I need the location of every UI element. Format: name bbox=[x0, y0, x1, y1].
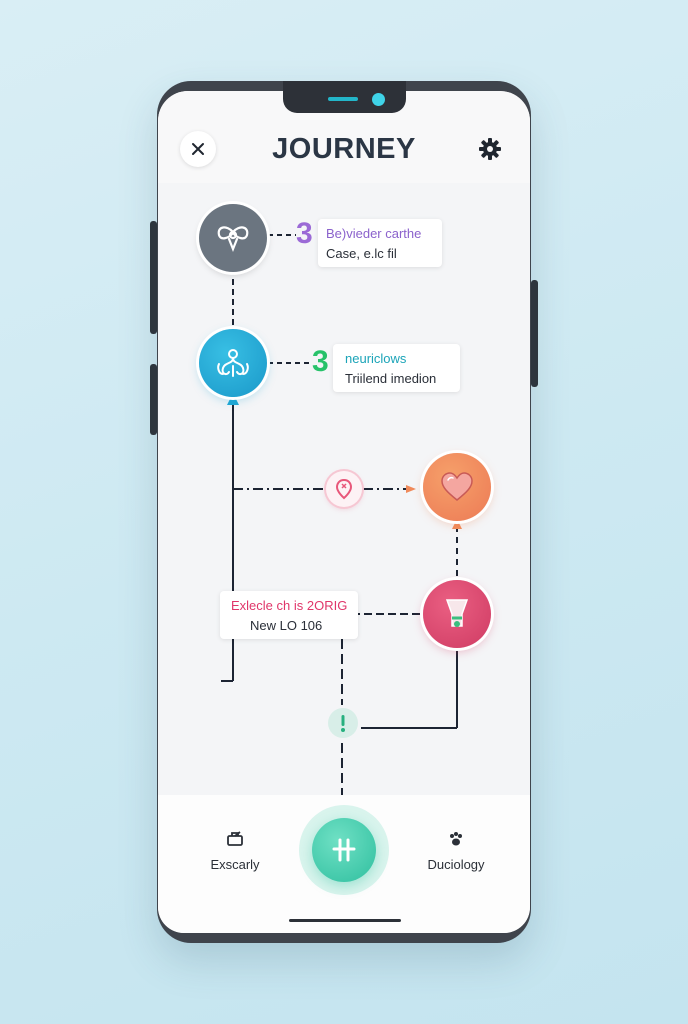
nav-item-left[interactable]: Exscarly bbox=[198, 831, 272, 872]
speaker bbox=[328, 97, 358, 101]
card-title: Exlecle ch is 2ORIG bbox=[231, 598, 348, 613]
heart-icon bbox=[441, 472, 473, 501]
card-count: 3 bbox=[312, 345, 329, 378]
card-count: 3 bbox=[296, 217, 313, 250]
close-button[interactable] bbox=[180, 131, 216, 167]
journey-node-start[interactable] bbox=[199, 204, 267, 272]
nav-item-label: Exscarly bbox=[210, 857, 260, 872]
card-title: neuriclows bbox=[345, 351, 407, 366]
journey-node-organ[interactable] bbox=[423, 580, 491, 648]
info-card-3[interactable]: Exlecle ch is 2ORIG New LO 106 bbox=[220, 591, 358, 639]
side-button-left-top bbox=[150, 221, 157, 334]
app-screen: JOURNEY bbox=[158, 91, 530, 933]
side-button-left-bottom bbox=[150, 364, 157, 435]
journey-node-checkpoint[interactable] bbox=[326, 471, 362, 507]
plus-medical-icon bbox=[332, 838, 356, 862]
briefcase-icon bbox=[227, 831, 243, 846]
card-subtitle: New LO 106 bbox=[250, 618, 323, 633]
side-button-right bbox=[531, 280, 538, 387]
pin-icon bbox=[335, 478, 353, 500]
organ-icon bbox=[445, 599, 469, 627]
add-button[interactable] bbox=[312, 818, 376, 882]
journey-node-heart[interactable] bbox=[423, 453, 491, 521]
home-indicator[interactable] bbox=[289, 919, 401, 922]
card-title: Be)vieder carthe bbox=[326, 226, 422, 241]
bottom-nav: Exscarly bbox=[158, 795, 530, 933]
alert-icon bbox=[341, 715, 345, 732]
page-title: JOURNEY bbox=[272, 133, 416, 165]
info-card-1[interactable]: Be)vieder carthe Case, e.lc fil bbox=[318, 219, 442, 267]
card-subtitle: Triilend imedion bbox=[345, 371, 437, 386]
notch bbox=[283, 81, 406, 113]
neuron-icon bbox=[217, 349, 249, 377]
gear-icon bbox=[479, 138, 501, 160]
info-card-2[interactable]: neuriclows Triilend imedion bbox=[333, 344, 460, 392]
journey-node-alert[interactable] bbox=[328, 708, 358, 738]
nav-item-label: Duciology bbox=[427, 857, 485, 872]
ribbon-icon bbox=[217, 226, 249, 252]
settings-button[interactable] bbox=[476, 135, 504, 163]
nav-item-right[interactable]: Duciology bbox=[416, 831, 496, 872]
paw-icon bbox=[450, 832, 462, 846]
journey-flow: Be)vieder carthe Case, e.lc fil 3 neuric… bbox=[158, 183, 530, 795]
journey-node-neuro[interactable] bbox=[199, 329, 267, 397]
camera-icon bbox=[372, 93, 385, 106]
card-subtitle: Case, e.lc fil bbox=[326, 246, 397, 261]
close-icon bbox=[192, 143, 204, 155]
